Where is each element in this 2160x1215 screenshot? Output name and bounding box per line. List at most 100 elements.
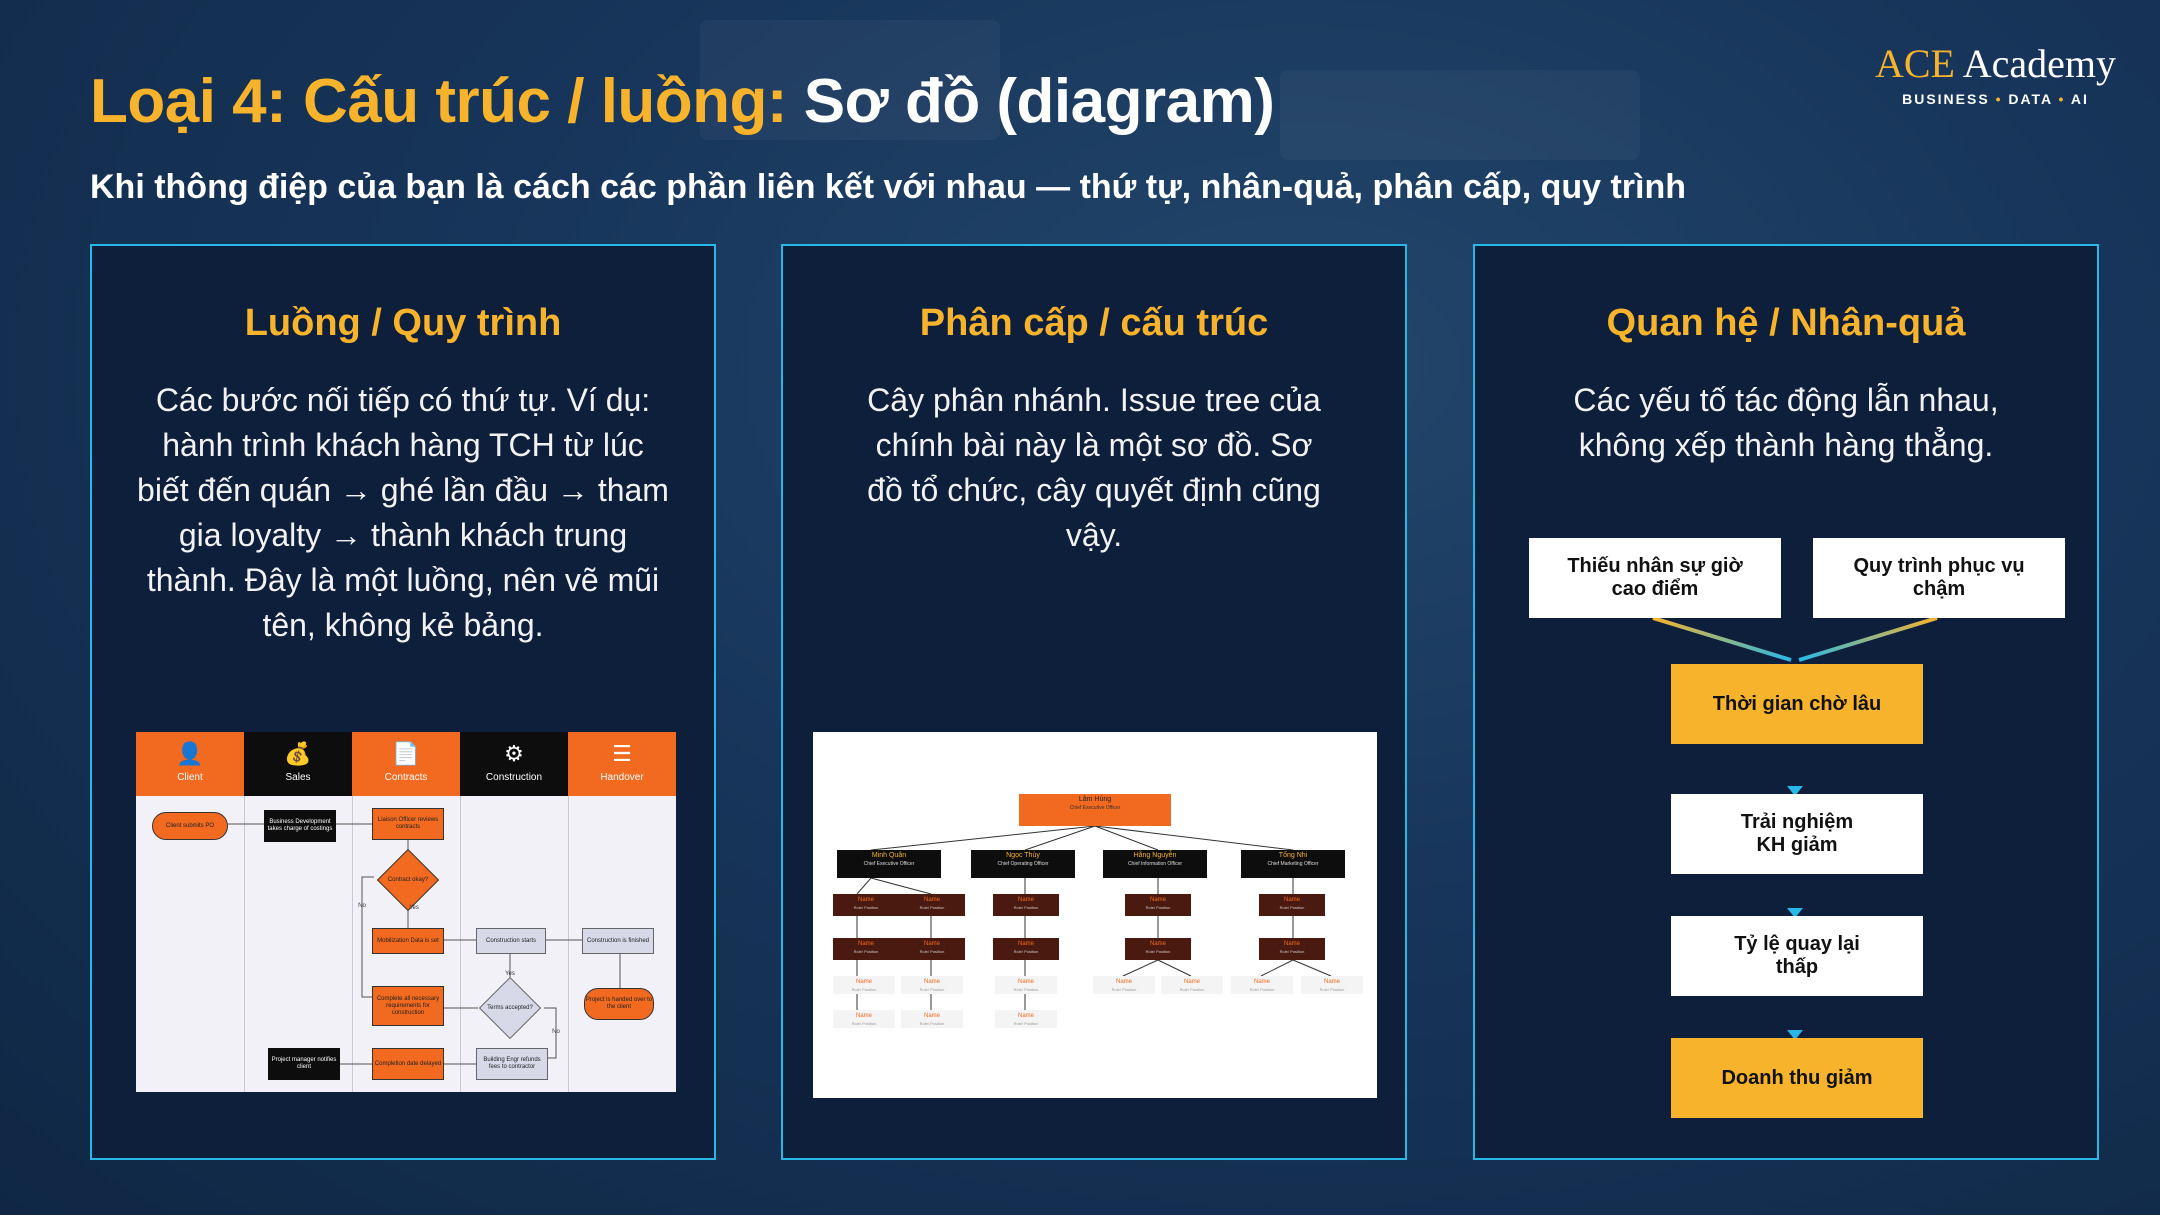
node-project-handed: Project is handed over to the client <box>584 988 654 1020</box>
org-name: Name <box>923 941 940 947</box>
org-role: Role/ Position <box>1179 987 1205 992</box>
org-role: Chief Marketing Officer <box>1267 861 1319 867</box>
background-shape <box>700 20 1000 140</box>
page-subtitle: Khi thông điệp của bạn là cách các phần … <box>90 168 1687 206</box>
panel-causal: Quan hệ / Nhân-quả Các yếu tố tác động l… <box>1473 244 2099 1160</box>
node-building-engr: Building Engr refunds fees to contractor <box>476 1048 548 1080</box>
panel-description: Cây phân nhánh. Issue tree của chính bài… <box>867 382 1321 553</box>
brand-tag-data: DATA <box>2008 91 2053 107</box>
org-name: Name <box>1283 941 1300 947</box>
document-icon: 📄 <box>392 741 420 766</box>
brand-tag-business: BUSINESS <box>1902 91 1990 107</box>
effect-low-return: Tỷ lệ quay lại thấp <box>1671 916 1923 996</box>
org-name: Lâm Hùng <box>1078 796 1112 803</box>
org-name: Name <box>1253 979 1270 985</box>
org-role: Role/ Position <box>1013 1021 1039 1026</box>
lane-head-sales: 💰 Sales <box>244 732 352 796</box>
lane-head-contracts: 📄Contracts <box>352 732 460 796</box>
lane-label: Sales <box>285 772 311 783</box>
org-role: Role/ Position <box>1279 905 1305 910</box>
panel-flow: Luồng / Quy trình Các bước nối tiếp có t… <box>90 244 716 1160</box>
causal-arrows <box>1652 616 1938 1040</box>
lane-separator <box>352 796 353 1092</box>
org-name: Name <box>1149 897 1166 903</box>
panel-description: Các yếu tố tác động lẫn nhau, không xếp … <box>1573 382 1999 463</box>
node-construction-starts: Construction starts <box>476 928 546 954</box>
brand-ace: ACE <box>1874 41 1955 86</box>
lane-separator <box>460 796 461 1092</box>
node-terms-label: Terms accepted? <box>487 1004 533 1011</box>
label-yes: Yes <box>505 970 515 977</box>
panel-title: Luồng / Quy trình <box>244 302 562 344</box>
org-name: Minh Quân <box>871 852 907 859</box>
org-role: Role/ Position <box>1319 987 1345 992</box>
effect-cx-decline: Trải nghiệm KH giảm <box>1671 794 1923 874</box>
org-role: Role/ Position <box>919 905 945 910</box>
org-role: Role/ Position <box>919 987 945 992</box>
org-name: Name <box>1183 979 1200 985</box>
org-role: Role/ Position <box>919 1021 945 1026</box>
label-yes: Yes <box>409 904 419 911</box>
org-role: Role/ Position <box>1145 905 1171 910</box>
lane-separator <box>568 796 569 1092</box>
node-mobilization: Mobilization Data is set <box>372 928 444 954</box>
org-name: Name <box>857 941 874 947</box>
panel-hierarchy: Phân cấp / cấu trúc Cây phân nhánh. Issu… <box>781 244 1407 1160</box>
org-role: Role/ Position <box>851 1021 877 1026</box>
gears-icon: ⚙ <box>504 741 524 766</box>
org-role: Role/ Position <box>851 987 877 992</box>
panel-description: Các bước nối tiếp có thứ tự. Ví dụ: hành… <box>137 382 669 643</box>
org-name: Name <box>923 897 940 903</box>
org-name: Name <box>1323 979 1340 985</box>
org-role: Chief Executive Officer <box>1069 805 1121 811</box>
org-name: Name <box>1017 979 1034 985</box>
title-rest: Sơ đồ (diagram) <box>787 67 1275 136</box>
node-complete-reqs: Complete all necessary requirements for … <box>372 986 444 1026</box>
node-construction-finished: Construction is finished <box>582 928 654 954</box>
org-name: Name <box>923 979 940 985</box>
brand-academy: Academy <box>1954 41 2116 86</box>
org-name: Tống Nhi <box>1278 852 1308 859</box>
background-shape <box>1280 70 1640 160</box>
node-completion-delayed: Completion date delayed <box>372 1048 444 1080</box>
node-liaison: Liaison Officer reviews contracts <box>372 808 444 840</box>
org-role: Role/ Position <box>853 905 879 910</box>
page-title: Loại 4: Cấu trúc / luồng: Sơ đồ (diagram… <box>90 66 1275 137</box>
money-bag-icon: 💰 <box>284 741 312 766</box>
org-role: Role/ Position <box>1279 949 1305 954</box>
org-connectors <box>856 825 1332 1010</box>
lane-head-construction: ⚙Construction <box>460 732 568 796</box>
user-icon: 👤 <box>176 741 204 766</box>
org-role: Role/ Position <box>1013 949 1039 954</box>
org-role: Role/ Position <box>1111 987 1137 992</box>
org-name: Hằng Nguyễn <box>1133 852 1177 859</box>
swimlane-connectors <box>228 823 621 1065</box>
panel-title: Phân cấp / cấu trúc <box>919 302 1269 344</box>
org-role: Role/ Position <box>1145 949 1171 954</box>
org-role: Chief Operating Officer <box>997 861 1049 867</box>
effect-revenue-decline: Doanh thu giảm <box>1671 1038 1923 1118</box>
org-role: Chief Executive Officer <box>863 861 915 867</box>
org-name: Name <box>1017 897 1034 903</box>
brand-dot: • <box>2058 91 2066 107</box>
panel-title: Quan hệ / Nhân-quả <box>1606 302 1966 344</box>
node-pm-notifies: Project manager notifies client <box>268 1048 340 1080</box>
org-name: Name <box>1283 897 1300 903</box>
lane-label: Handover <box>600 772 644 783</box>
brand-dot: • <box>1995 91 2003 107</box>
org-name: Ngọc Thủy <box>1006 852 1040 859</box>
brand-logo: ACE Academy BUSINESS • DATA • AI <box>1875 40 2116 107</box>
brand-name: ACE Academy <box>1875 40 2116 87</box>
swimlane-diagram: 👤Client 💰Sales 📄Contracts ⚙Construction … <box>136 732 676 1092</box>
